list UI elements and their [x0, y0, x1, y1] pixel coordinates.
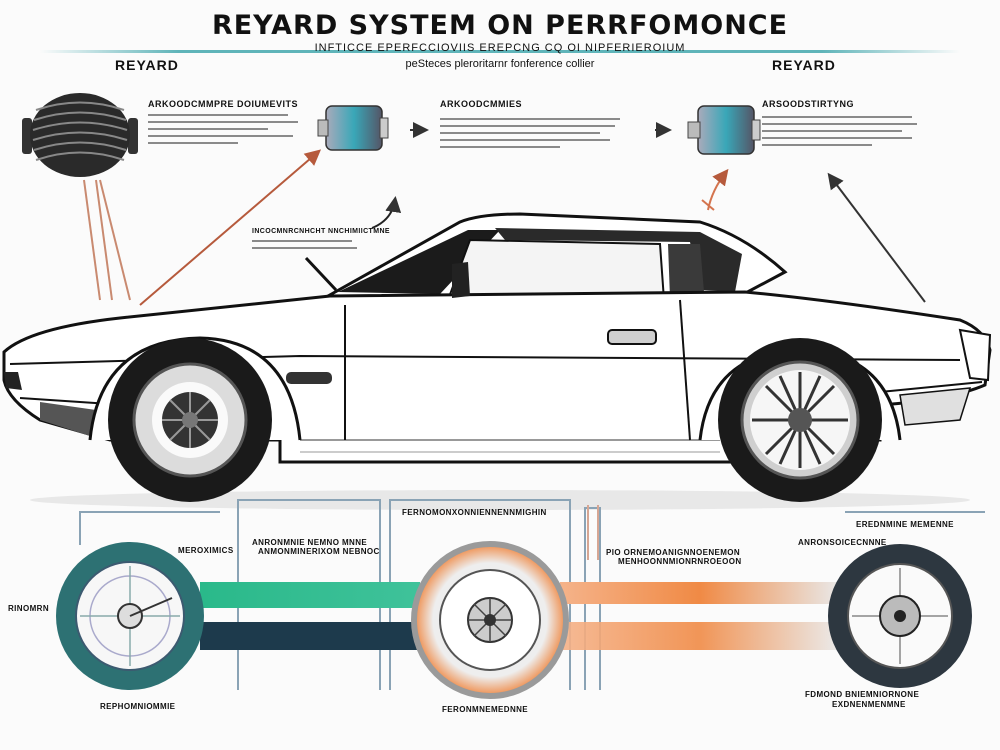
orange-bar: [560, 582, 840, 604]
bottom-label: EXDNENMENMNE: [832, 700, 906, 709]
middle-component-label: ARKOODCMMIES: [440, 99, 522, 109]
right-label: REYARD: [772, 57, 836, 73]
motor-cylinder-icon: [317, 105, 389, 151]
bottom-label: ANRONMNIE NEMNO MNNE: [252, 538, 368, 547]
pointer-arrow: [139, 149, 322, 306]
mid-note-lines: [252, 240, 357, 254]
curved-arrow-icon: [707, 168, 729, 211]
wheel-hub-icon: [411, 541, 569, 699]
orange-bar-lower: [560, 622, 840, 650]
wheel-hub-icon: [56, 542, 204, 690]
navy-bar: [200, 622, 420, 650]
bottom-label: FDMOND BNIEMNIORNONE: [805, 690, 920, 699]
bottom-label: EREDNMINE MEMENNE: [856, 520, 954, 529]
page-title: REYARD SYSTEM ON PERRFOMONCE: [211, 10, 789, 41]
wheel-hub-icon: [828, 544, 972, 688]
spring-coil-icon: [22, 93, 138, 177]
bottom-label: MEROXIMICS: [178, 546, 234, 555]
subtitle-line-1: INFTICCE EPERFCCIOVIIS EREPCNG CQ OI NIP…: [314, 42, 686, 54]
curved-arrow-icon: [371, 196, 402, 229]
spring-mount: [83, 179, 131, 301]
right-component-text: [762, 116, 917, 151]
subtitle-line-2: peSteces pleroritarnr fonference collier: [405, 58, 595, 70]
green-bar: [200, 582, 420, 608]
bottom-label: RINOMRN: [8, 604, 50, 613]
left-component-label: ARKOODCMMPRE DOIUMEVITS: [148, 99, 299, 109]
mid-note: INCOCMNRCNHCHT NNCHIMIICTMNE: [252, 228, 390, 235]
left-component-text: [148, 114, 298, 149]
bottom-label: ANRONSOICECNNNE: [798, 538, 887, 547]
bottom-label: FERNOMONXONNIENNENNMIGHIN: [402, 508, 547, 517]
motor-cylinder-icon: [687, 105, 761, 155]
pointer-arrow: [827, 172, 926, 303]
bottom-label: FERONMNEMEDNNE: [442, 705, 529, 714]
car-illustration: [2, 212, 992, 510]
right-component-label: ARSOODSTIRTYNG: [762, 99, 855, 109]
bottom-label: ANMONMINERIXOM NEBNOC: [258, 547, 380, 556]
bottom-label: PIO ORNEMOANIGNNOENEMON: [606, 548, 741, 557]
middle-component-text: [440, 118, 620, 153]
left-label: REYARD: [115, 57, 179, 73]
bottom-label: MENHOONNMIONRNROEOON: [618, 557, 742, 566]
title-underline: [40, 50, 960, 53]
curved-arrow-tail: [701, 199, 715, 211]
bottom-label: REPHOMNIOMMIE: [100, 702, 176, 711]
